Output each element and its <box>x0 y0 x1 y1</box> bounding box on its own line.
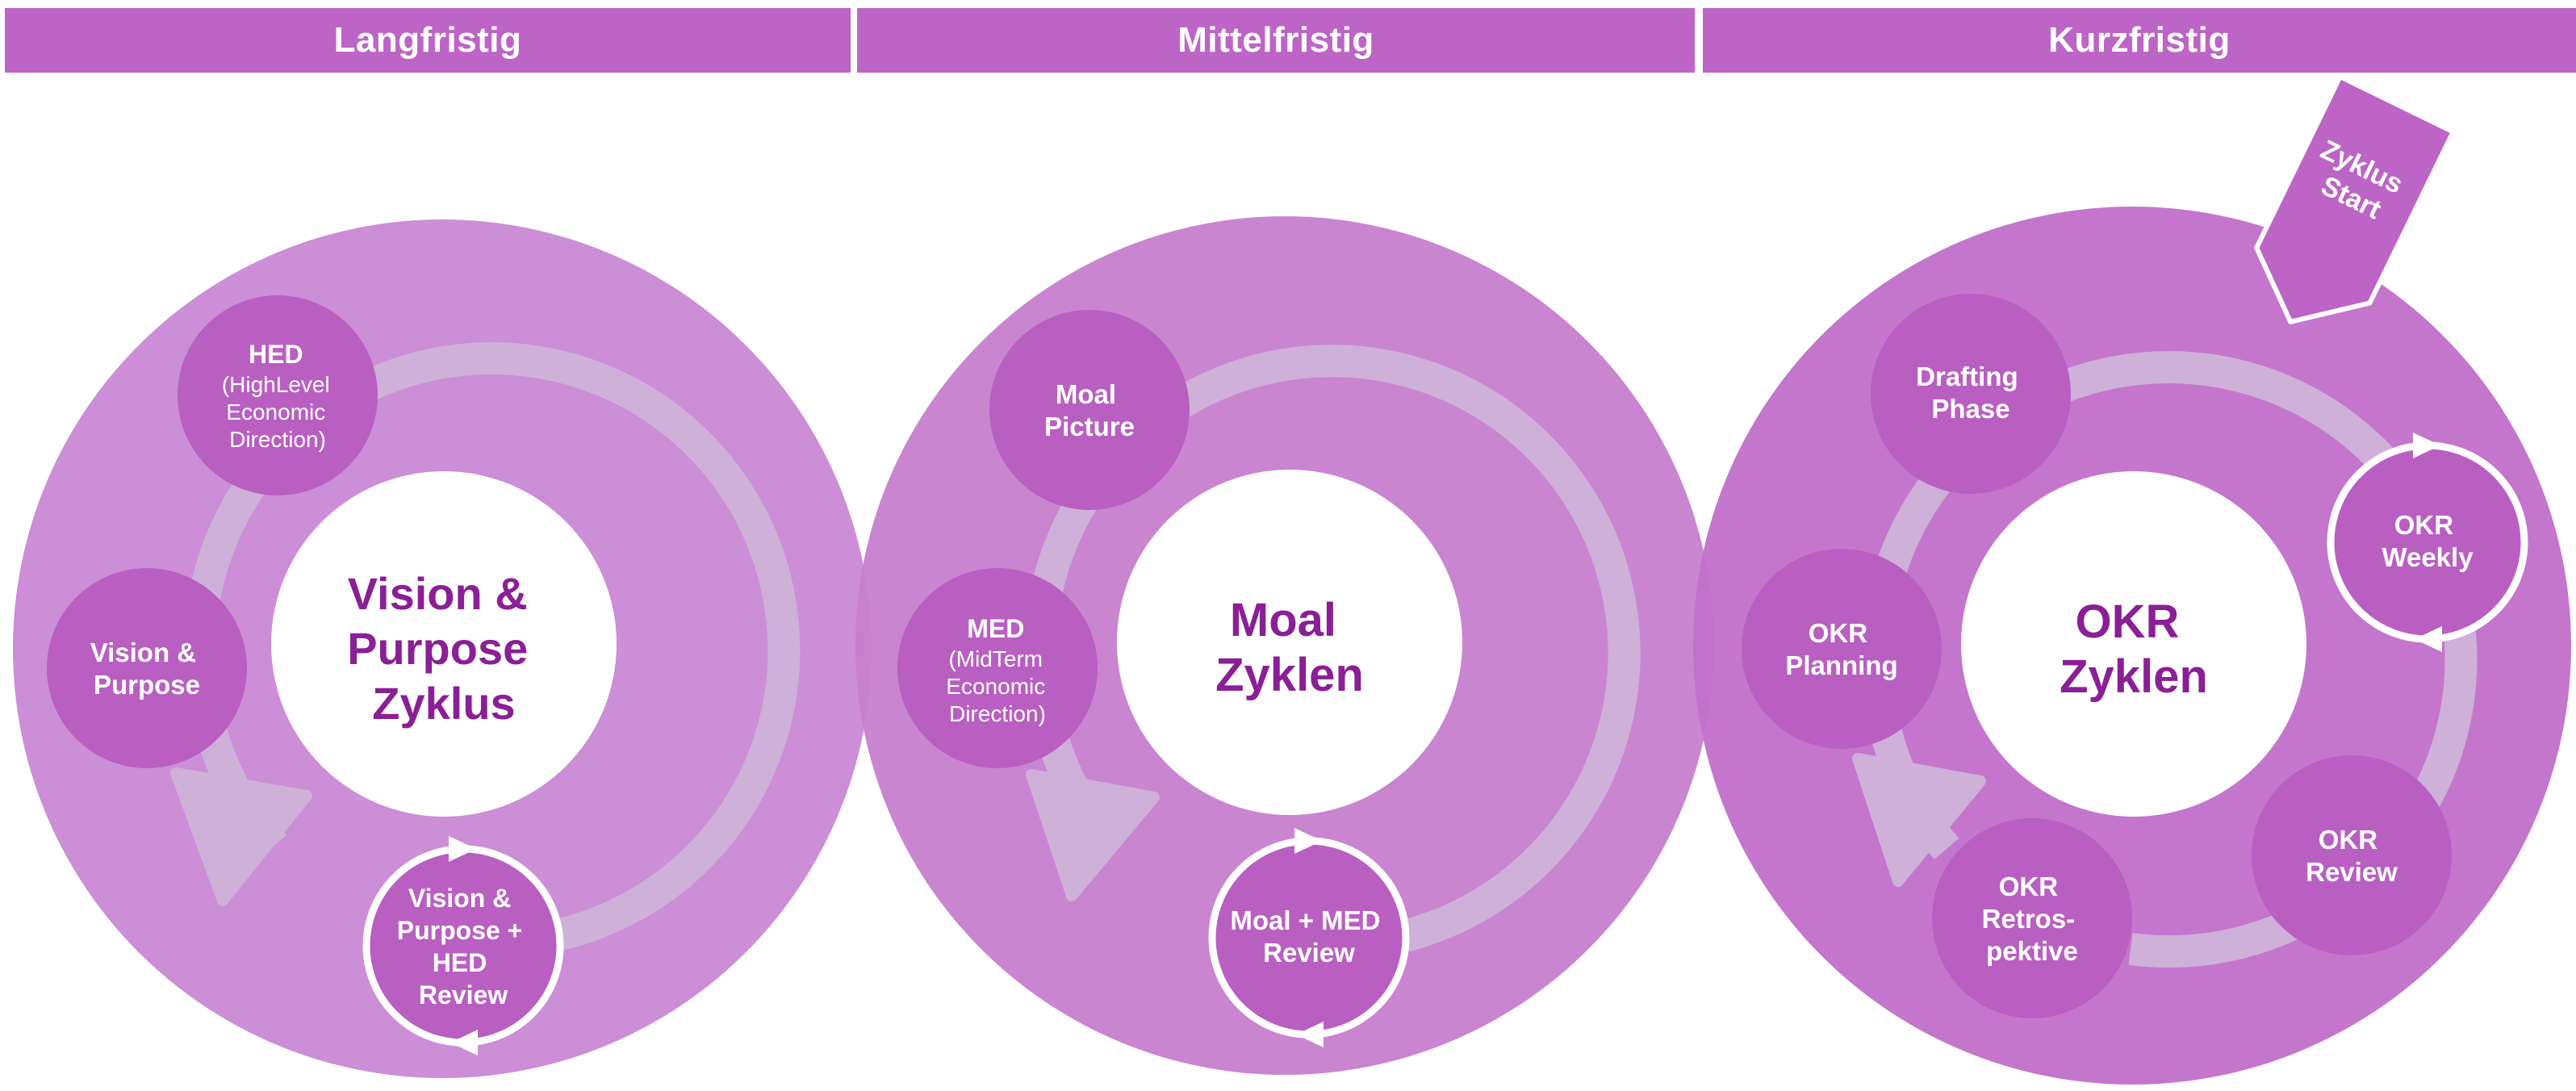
moal-center-circle <box>1117 470 1462 815</box>
moal-picture-node <box>989 310 1190 510</box>
header-mittelfristig: Mittelfristig <box>857 8 1695 73</box>
moal-review-node <box>1209 838 1409 1038</box>
header-langfristig: Langfristig <box>5 8 851 73</box>
vision-purpose-label: Vision & Purpose <box>90 637 204 700</box>
vision-cycle: Vision & Purpose Zyklus HED (HighLevel E… <box>13 219 872 1078</box>
moal-review-arrow-top <box>1294 828 1322 854</box>
okr-review-label: OKR Review <box>2306 825 2398 887</box>
okr-center-circle <box>1961 471 2306 817</box>
vision-review-node <box>363 846 563 1046</box>
okr-weekly-node <box>2327 442 2528 642</box>
okr-weekly-label: OKR Weekly <box>2382 510 2474 572</box>
vision-review-label: Vision & Purpose + HED Review <box>397 884 530 1009</box>
okr-center-label: OKR Zyklen <box>2060 596 2208 703</box>
med-node <box>897 568 1098 768</box>
vision-review-arrow-bottom <box>450 1030 478 1055</box>
okr-planning-label: OKR Planning <box>1785 618 1897 680</box>
moal-cycle: Moal Zyklen Moal Picture MED (MidTerm Ec… <box>855 216 1714 1075</box>
vision-center-label: Vision & Purpose Zyklus <box>347 568 541 729</box>
moal-ring-arrow <box>1026 769 1160 901</box>
okr-weekly-arrow-bottom <box>2415 626 2442 652</box>
okr-ring-arrow <box>1852 753 1986 887</box>
moal-center-label: Moal Zyklen <box>1215 594 1364 701</box>
okr-review-node <box>2252 755 2452 955</box>
zyklus-start-arrow-shape <box>2254 73 2456 324</box>
okr-retrospektive-label: OKR Retros- pektive <box>1982 872 2083 966</box>
hed-label: HED (HighLevel Economic Direction) <box>222 340 333 452</box>
okr-weekly-arrow-top <box>2413 433 2440 458</box>
vision-review-arrow-top <box>449 836 476 862</box>
drafting-phase-label: Drafting Phase <box>1916 362 2026 424</box>
okr-cycle: OKR Zyklen Drafting Phase OKR Planning O… <box>1693 73 2571 1085</box>
moal-review-arrow-bottom <box>1296 1022 1324 1047</box>
drafting-phase-node <box>1871 294 2071 494</box>
vision-center-circle <box>271 471 617 817</box>
hed-node <box>178 295 378 495</box>
okr-retrospektive-node <box>1932 818 2132 1018</box>
header-kurzfristig: Kurzfristig <box>1703 8 2576 73</box>
moal-picture-label: Moal Picture <box>1044 379 1135 441</box>
zyklus-start-marker: Zyklus Start <box>2254 73 2456 324</box>
vision-ring-arrow <box>170 767 312 906</box>
okr-planning-node <box>1742 549 1942 749</box>
vision-purpose-node <box>47 568 247 768</box>
moal-review-label: Moal + MED Review <box>1230 905 1387 968</box>
med-label: MED (MidTerm Economic Direction) <box>946 614 1048 726</box>
